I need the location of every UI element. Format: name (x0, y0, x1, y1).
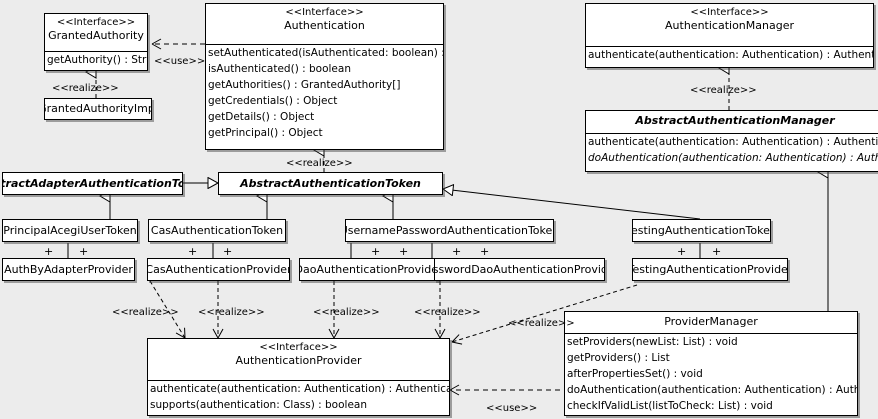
class-box-granted-authority-impl[interactable]: GrantedAuthorityImpl (44, 98, 152, 120)
class-header-authentication: <<Interface>> Authentication (206, 4, 443, 44)
class-operations-provider-manager: setProviders(newList: List) : void getPr… (565, 333, 857, 414)
relationship-label-realize-cas-authentication-provider: <<realize>> (198, 307, 265, 318)
class-box-password-dao-authentication-provider[interactable]: PasswordDaoAuthenticationProvider (434, 258, 605, 281)
class-operations-authentication-provider: authenticate(authentication: Authenticat… (148, 380, 449, 413)
class-box-abstract-authentication-manager[interactable]: AbstractAuthenticationManager authentica… (585, 110, 878, 172)
class-name-label: TestingAuthenticationProvider (632, 262, 788, 276)
association-marker: + (677, 245, 687, 258)
operation-row: getProviders() : List (567, 352, 670, 364)
class-name-label: CasAuthenticationProvider (147, 262, 290, 276)
class-box-provider-manager[interactable]: ProviderManager setProviders(newList: Li… (564, 311, 858, 416)
class-name-label: UsernamePasswordAuthenticationToken (345, 223, 554, 237)
class-box-abstract-adapter-authentication-token[interactable]: AbstractAdapterAuthenticationToken (2, 172, 183, 195)
class-box-auth-by-adapter-provider[interactable]: AuthByAdapterProvider (2, 258, 135, 281)
relationship-label-use-provider-manager: <<use>> (486, 403, 538, 414)
operation-row: doAuthentication(authentication: Authent… (567, 384, 857, 396)
class-header-abstract-authentication-manager: AbstractAuthenticationManager (586, 111, 878, 133)
class-name-label: AbstractAdapterAuthenticationToken (3, 176, 182, 190)
class-name-label: PasswordDaoAuthenticationProvider (435, 262, 604, 276)
class-name-label: AuthenticationManager (665, 19, 794, 32)
operation-row: authenticate(authentication: Authenticat… (588, 49, 874, 61)
association-marker: + (399, 245, 409, 258)
association-marker: + (223, 245, 233, 258)
relationship-label-realize-auth-by-adapter-provider: <<realize>> (112, 307, 179, 318)
operation-row: getCredentials() : Object (208, 95, 338, 107)
class-header-authentication-provider: <<Interface>> AuthenticationProvider (148, 339, 449, 380)
relationship-label-use-authentication: <<use>> (154, 56, 206, 67)
operation-row: getAuthorities() : GrantedAuthority[] (208, 79, 401, 91)
stereotype-label: <<Interface>> (259, 342, 338, 353)
operation-row: setAuthenticated(isAuthenticated: boolea… (208, 47, 443, 59)
class-box-granted-authority[interactable]: <<Interface>> GrantedAuthority getAuthor… (44, 13, 148, 71)
class-header-provider-manager: ProviderManager (565, 312, 857, 333)
class-name-label: CasAuthenticationToken (150, 223, 284, 237)
class-name-label: TestingAuthenticationToken (632, 223, 771, 237)
operation-row-abstract: doAuthentication(authentication: Authent… (588, 152, 878, 164)
operation-row: authenticate(authentication: Authenticat… (588, 136, 878, 148)
class-box-cas-authentication-token[interactable]: CasAuthenticationToken (148, 219, 286, 242)
class-header-authentication-manager: <<Interface>> AuthenticationManager (586, 4, 873, 46)
operation-row: getAuthority() : String (47, 54, 147, 66)
association-marker: + (79, 245, 89, 258)
association-marker: + (452, 245, 462, 258)
relationship-label-realize-abstract-authentication-manager: <<realize>> (690, 85, 757, 96)
class-operations-granted-authority: getAuthority() : String (45, 51, 147, 68)
relationship-label-realize-granted-authority-impl: <<realize>> (52, 83, 119, 94)
class-operations-authentication: setAuthenticated(isAuthenticated: boolea… (206, 44, 443, 141)
class-name-label: AuthByAdapterProvider (4, 262, 133, 276)
class-header-granted-authority: <<Interface>> GrantedAuthority (45, 14, 147, 51)
operation-row: supports(authentication: Class) : boolea… (150, 399, 367, 411)
class-box-authentication-provider[interactable]: <<Interface>> AuthenticationProvider aut… (147, 338, 450, 416)
class-box-testing-authentication-provider[interactable]: TestingAuthenticationProvider (632, 258, 788, 281)
relationship-label-realize-dao-authentication-provider: <<realize>> (313, 307, 380, 318)
relationship-label-realize-password-dao-authentication-provider: <<realize>> (414, 307, 481, 318)
association-marker: + (712, 245, 722, 258)
class-name-label: ProviderManager (664, 315, 758, 328)
class-operations-abstract-authentication-manager: authenticate(authentication: Authenticat… (586, 133, 878, 166)
class-box-dao-authentication-provider[interactable]: DaoAuthenticationProvider (299, 258, 438, 281)
association-marker: + (371, 245, 381, 258)
class-name-label: AbstractAuthenticationToken (240, 176, 421, 190)
generalization-line-testing-token (443, 189, 701, 220)
class-name-label: GrantedAuthority (48, 29, 144, 42)
class-name-label: AuthenticationProvider (235, 354, 362, 367)
operation-row: afterPropertiesSet() : void (567, 368, 703, 380)
association-marker: + (480, 245, 490, 258)
operation-row: getDetails() : Object (208, 111, 315, 123)
class-box-abstract-authentication-token[interactable]: AbstractAuthenticationToken (218, 172, 443, 195)
class-name-label: Authentication (284, 19, 365, 32)
class-name-label: GrantedAuthorityImpl (44, 102, 152, 115)
class-name-label: PrincipalAcegiUserToken (3, 223, 137, 237)
relationship-label-realize-testing-authentication-provider: <<realize>> (508, 318, 575, 329)
class-operations-authentication-manager: authenticate(authentication: Authenticat… (586, 46, 873, 63)
operation-row: authenticate(authentication: Authenticat… (150, 383, 450, 395)
relationship-label-realize-abstract-authentication-token: <<realize>> (286, 158, 353, 169)
class-box-cas-authentication-provider[interactable]: CasAuthenticationProvider (147, 258, 290, 281)
operation-row: getPrincipal() : Object (208, 127, 323, 139)
class-name-label: DaoAuthenticationProvider (299, 262, 438, 276)
class-box-username-password-authentication-token[interactable]: UsernamePasswordAuthenticationToken (345, 219, 554, 242)
operation-row: setProviders(newList: List) : void (567, 336, 738, 348)
operation-row: isAuthenticated() : boolean (208, 63, 351, 75)
class-box-principal-acegi-user-token[interactable]: PrincipalAcegiUserToken (2, 219, 138, 242)
association-marker: + (188, 245, 198, 258)
stereotype-label: <<Interface>> (690, 7, 769, 18)
association-marker: + (44, 245, 54, 258)
operation-row: checkIfValidList(listToCheck: List) : vo… (567, 400, 773, 412)
class-name-label: AbstractAuthenticationManager (635, 114, 835, 127)
class-box-authentication[interactable]: <<Interface>> Authentication setAuthenti… (205, 3, 444, 150)
stereotype-label: <<Interface>> (285, 7, 364, 18)
stereotype-label: <<Interface>> (56, 17, 136, 28)
class-box-testing-authentication-token[interactable]: TestingAuthenticationToken (632, 219, 771, 242)
class-box-authentication-manager[interactable]: <<Interface>> AuthenticationManager auth… (585, 3, 874, 68)
